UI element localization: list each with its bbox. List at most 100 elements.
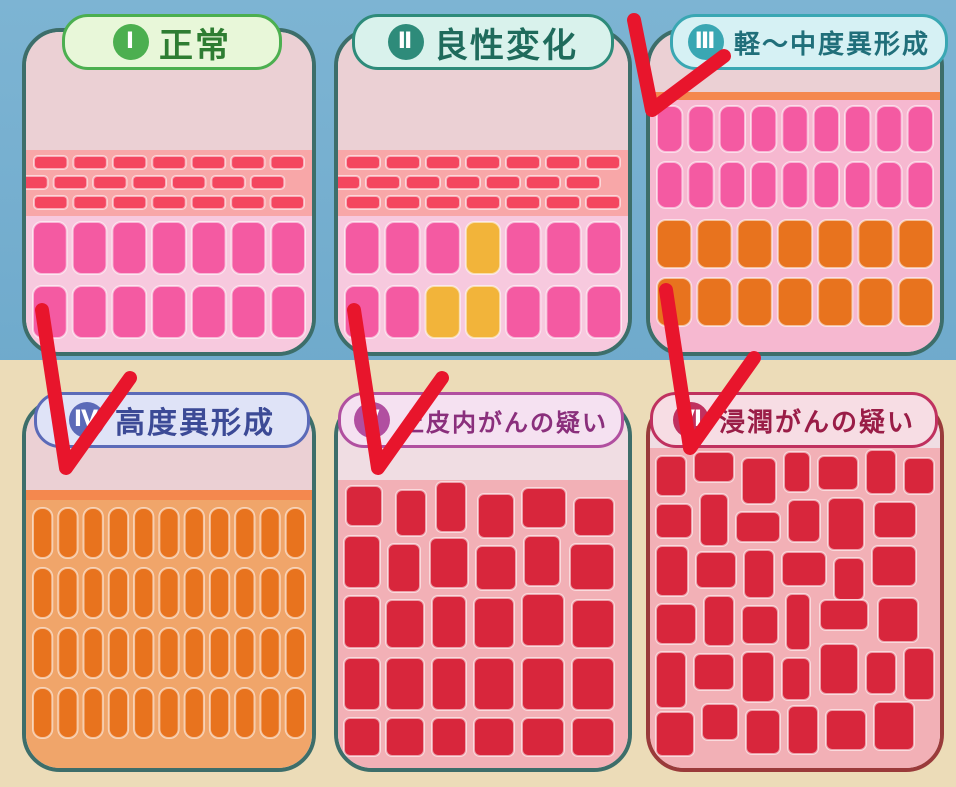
stage-title-2: Ⅱ 良性変化: [352, 14, 614, 70]
cancer-cell: [385, 657, 425, 711]
cancer-cell: [431, 657, 467, 711]
cancer-cell: [431, 717, 467, 757]
flat-surface-cell: [505, 155, 541, 170]
flat-surface-cell: [345, 155, 381, 170]
dysplastic-cell: [259, 627, 281, 679]
cancer-cell: [903, 457, 935, 495]
dysplastic-cell: [158, 567, 180, 619]
flat-surface-cell: [585, 195, 621, 210]
normal-cell: [656, 161, 684, 209]
cancer-cell: [343, 717, 381, 757]
normal-cell: [270, 221, 307, 275]
stage-title-5: Ⅴ 上皮内がんの疑い: [338, 392, 624, 448]
stage-panel-2: [334, 28, 632, 356]
normal-cell: [906, 105, 934, 153]
cancer-cell: [741, 651, 775, 703]
dysplastic-cell: [107, 507, 130, 559]
dysplastic-cell: [234, 627, 256, 679]
cancer-cell: [521, 657, 565, 711]
normal-cell: [505, 221, 542, 275]
flat-surface-cell: [465, 195, 501, 210]
dysplastic-cell: [897, 277, 934, 327]
stage-label: 高度異形成: [115, 406, 275, 441]
progression-arrow-icon: [659, 283, 761, 455]
cancer-cell: [435, 481, 467, 533]
normal-cell: [71, 285, 108, 339]
cancer-cell: [781, 551, 827, 587]
dysplastic-cell: [183, 627, 205, 679]
normal-cell: [464, 221, 502, 275]
normal-cell: [875, 161, 903, 209]
dysplastic-cell: [133, 687, 155, 739]
flat-surface-cell: [72, 155, 108, 170]
flat-surface-cell: [249, 175, 286, 190]
dysplastic-cell: [208, 507, 231, 559]
cancer-cell: [345, 485, 383, 527]
cancer-cell: [833, 557, 865, 601]
cell-layer-carcinoma-in-situ: [338, 480, 628, 768]
cancer-cell: [571, 717, 615, 757]
flat-surface-cell: [190, 155, 227, 170]
dysplastic-cell: [32, 567, 54, 619]
stage-label: 上皮内がんの疑い: [400, 408, 608, 437]
dysplastic-cell: [82, 687, 104, 739]
flat-surface-cell: [111, 195, 148, 210]
cell-layer-benign: [338, 150, 628, 352]
dysplastic-cell: [776, 277, 814, 327]
cancer-cell: [693, 451, 735, 483]
cancer-cell: [819, 599, 869, 631]
cancer-cell: [825, 709, 867, 751]
cancer-cell: [569, 543, 615, 591]
stage-panel-6: [646, 398, 944, 772]
cell-layer-normal: [26, 150, 312, 352]
dysplastic-cell: [259, 567, 281, 619]
normal-cell: [781, 161, 809, 209]
normal-cell: [718, 105, 746, 153]
dysplastic-cell: [817, 277, 854, 327]
dysplastic-cell: [736, 277, 773, 327]
stage-numeral-badge: Ⅰ: [113, 24, 149, 60]
normal-cell: [32, 221, 68, 275]
normal-cell: [71, 221, 108, 275]
cancer-cell: [385, 717, 425, 757]
cancer-cell: [693, 653, 735, 691]
dysplastic-cell: [897, 219, 934, 269]
dysplastic-cell: [32, 627, 54, 679]
normal-cell: [750, 105, 778, 153]
flat-surface-cell: [505, 195, 541, 210]
flat-surface-cell: [111, 155, 148, 170]
dysplastic-cell: [57, 507, 79, 559]
dysplastic-cell: [107, 687, 130, 739]
dysplastic-cell: [234, 567, 256, 619]
normal-cell: [906, 161, 934, 209]
flat-surface-cell: [33, 155, 69, 170]
cancer-cell: [395, 489, 427, 537]
flat-surface-cell: [365, 175, 401, 190]
normal-cell: [781, 105, 809, 153]
dysplastic-cell: [208, 687, 231, 739]
cancer-cell: [523, 535, 561, 587]
stage-numeral-badge: Ⅱ: [388, 24, 424, 60]
normal-cell: [384, 221, 421, 275]
cancer-cell: [573, 497, 615, 537]
cancer-cell: [343, 657, 381, 711]
normal-cell: [687, 105, 715, 153]
dysplastic-cell: [259, 507, 281, 559]
normal-cell: [151, 285, 187, 339]
dysplastic-cell: [857, 219, 894, 269]
dysplastic-cell: [32, 507, 54, 559]
dysplastic-cell: [696, 219, 733, 269]
dysplastic-cell: [107, 627, 130, 679]
flat-surface-cell: [465, 155, 501, 170]
cancer-cell: [343, 595, 381, 649]
cancer-cell: [571, 657, 615, 711]
normal-cell: [656, 105, 684, 153]
flat-surface-cell: [190, 195, 227, 210]
cancer-cell: [521, 593, 565, 647]
cancer-cell: [699, 493, 729, 547]
flat-surface-cell: [545, 195, 581, 210]
flat-surface-cell: [72, 195, 108, 210]
cancer-cell: [741, 457, 777, 505]
cancer-cell: [655, 455, 687, 497]
cancer-cell: [571, 599, 615, 649]
